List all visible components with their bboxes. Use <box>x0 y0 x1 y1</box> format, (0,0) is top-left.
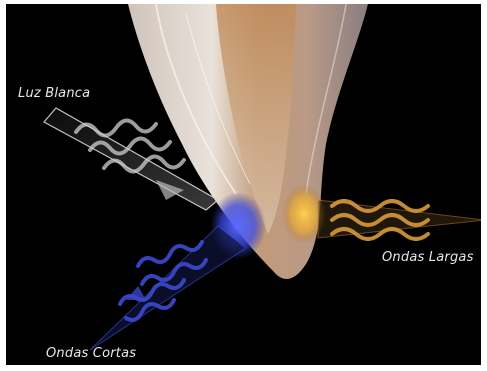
dispersion-illustration <box>6 4 481 365</box>
short-waves-label: Ondas Cortas <box>46 346 136 361</box>
long-waves-beam <box>318 200 481 239</box>
tooth <box>128 4 368 279</box>
diagram-canvas: Luz Blanca Ondas Largas Ondas Cortas <box>6 4 481 365</box>
white-light-label: Luz Blanca <box>18 86 90 101</box>
long-waves-label: Ondas Largas <box>382 250 474 265</box>
short-waves-beam <box>90 226 246 350</box>
